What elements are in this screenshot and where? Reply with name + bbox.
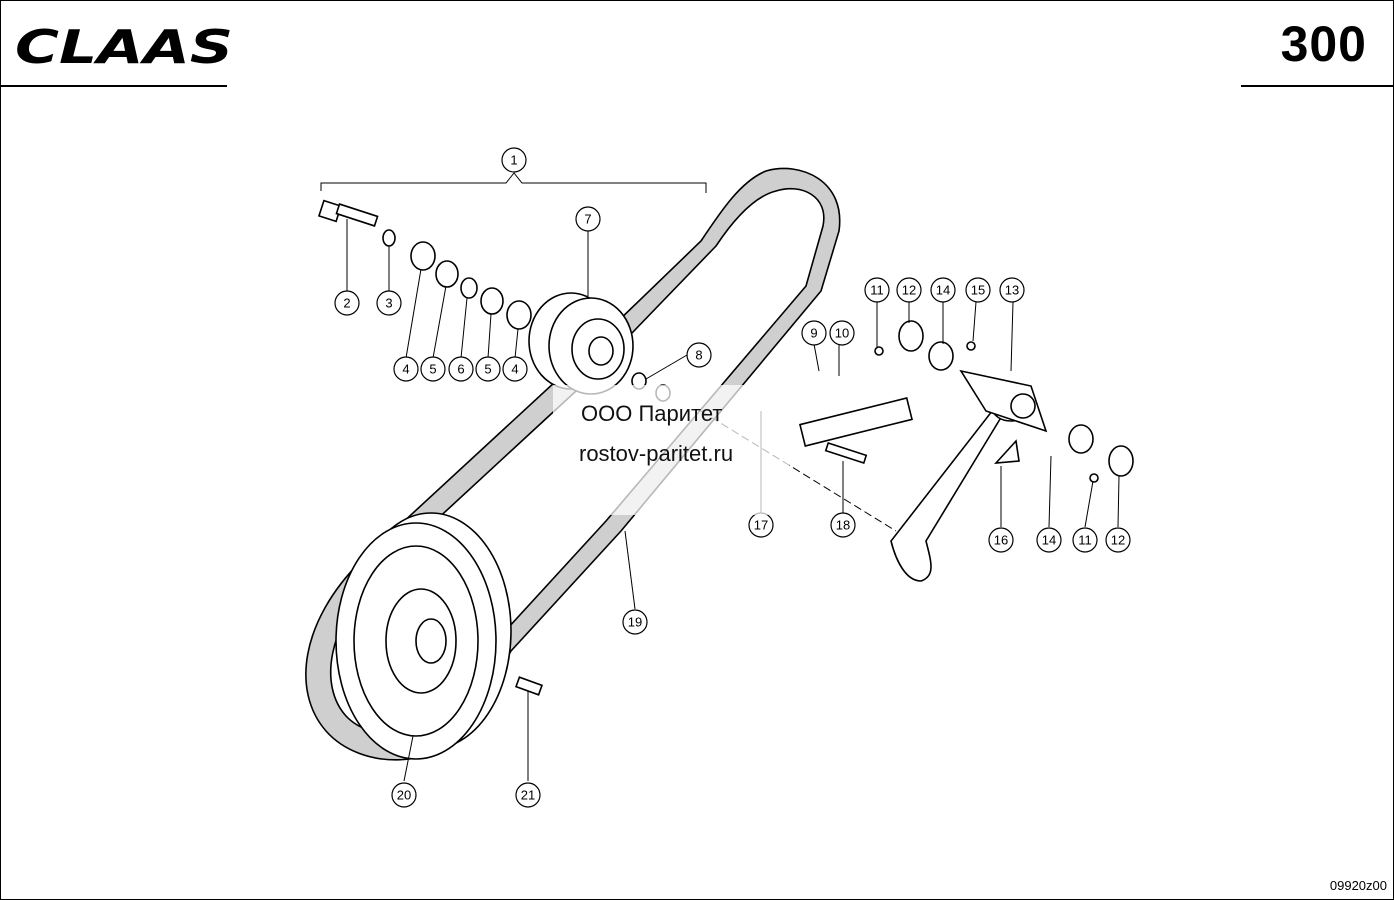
callout-1: 1 (501, 147, 527, 173)
svg-text:11: 11 (1078, 533, 1092, 548)
callout-4b: 4 (502, 356, 528, 382)
grease-nipple (1089, 473, 1099, 483)
group-bracket (320, 172, 707, 193)
callout-5a: 5 (420, 356, 446, 382)
callout-9: 9 (801, 320, 827, 346)
header-rule-right (1241, 85, 1393, 87)
tension-cylinder (799, 397, 913, 447)
callout-18: 18 (830, 512, 856, 538)
svg-text:12: 12 (1111, 533, 1125, 548)
svg-text:12: 12 (902, 283, 916, 298)
svg-text:14: 14 (936, 283, 950, 298)
brand-logo-text: CLAAS (15, 23, 233, 69)
svg-text:4: 4 (402, 362, 409, 377)
grease-nipple (966, 341, 976, 351)
watermark-company: ООО Паритет (581, 401, 723, 426)
svg-text:16: 16 (994, 533, 1008, 548)
bearing (410, 241, 436, 271)
svg-text:19: 19 (628, 615, 642, 630)
svg-text:21: 21 (521, 788, 535, 803)
svg-text:2: 2 (343, 296, 350, 311)
callout-4a: 4 (393, 356, 419, 382)
svg-text:5: 5 (484, 362, 491, 377)
header-rule-left (1, 85, 227, 87)
svg-text:7: 7 (584, 212, 591, 227)
svg-text:9: 9 (810, 326, 817, 341)
callout-7: 7 (575, 206, 601, 232)
svg-text:1: 1 (510, 153, 517, 168)
snap-ring (480, 287, 504, 315)
washer (382, 229, 396, 247)
callout-11a: 11 (864, 277, 890, 303)
svg-text:20: 20 (397, 788, 411, 803)
callout-15: 15 (965, 277, 991, 303)
svg-text:3: 3 (385, 296, 392, 311)
svg-text:15: 15 (971, 283, 985, 298)
bolt (824, 442, 868, 464)
callout-2: 2 (334, 290, 360, 316)
callout-14a: 14 (930, 277, 956, 303)
callout-20: 20 (391, 782, 417, 808)
claas-logo: CLAAS (15, 23, 233, 69)
callout-12a: 12 (896, 277, 922, 303)
svg-text:14: 14 (1042, 533, 1056, 548)
spacer (460, 277, 478, 299)
svg-text:13: 13 (1005, 283, 1019, 298)
svg-text:18: 18 (836, 518, 850, 533)
bolt (317, 199, 379, 227)
idler-pulley (528, 292, 634, 395)
v-belt (305, 167, 841, 761)
callout-5b: 5 (475, 356, 501, 382)
watermark-box (553, 385, 789, 515)
key (514, 676, 544, 696)
bearing-sleeve (1068, 424, 1094, 454)
tensioner-arm (890, 369, 1048, 582)
page-number: 300 (1280, 16, 1367, 72)
svg-text:8: 8 (695, 348, 702, 363)
svg-text:5: 5 (429, 362, 436, 377)
bearing (506, 300, 532, 330)
svg-text:11: 11 (870, 283, 884, 298)
watermark-url: rostov-paritet.ru (579, 441, 734, 466)
callout-14b: 14 (1036, 527, 1062, 553)
bushing (1108, 445, 1134, 477)
svg-text:4: 4 (511, 362, 518, 377)
callout-17: 17 (748, 512, 774, 538)
grease-nipple (874, 346, 884, 356)
svg-text:10: 10 (835, 326, 849, 341)
callout-3: 3 (376, 290, 402, 316)
callout-13: 13 (999, 277, 1025, 303)
warning-triangle (994, 439, 1020, 464)
svg-text:6: 6 (457, 362, 464, 377)
snap-ring (435, 260, 459, 288)
callout-19: 19 (622, 609, 648, 635)
drawing-code: 09920z00 (1329, 878, 1387, 893)
callout-21: 21 (515, 782, 541, 808)
drive-pulley (335, 512, 512, 760)
bearing-sleeve (928, 341, 954, 371)
svg-text:17: 17 (754, 518, 768, 533)
bushing (898, 320, 924, 352)
callout-11b: 11 (1072, 527, 1098, 553)
callout-8: 8 (686, 342, 712, 368)
callout-16: 16 (988, 527, 1014, 553)
callout-6: 6 (448, 356, 474, 382)
callout-12b: 12 (1105, 527, 1131, 553)
callout-10: 10 (829, 320, 855, 346)
